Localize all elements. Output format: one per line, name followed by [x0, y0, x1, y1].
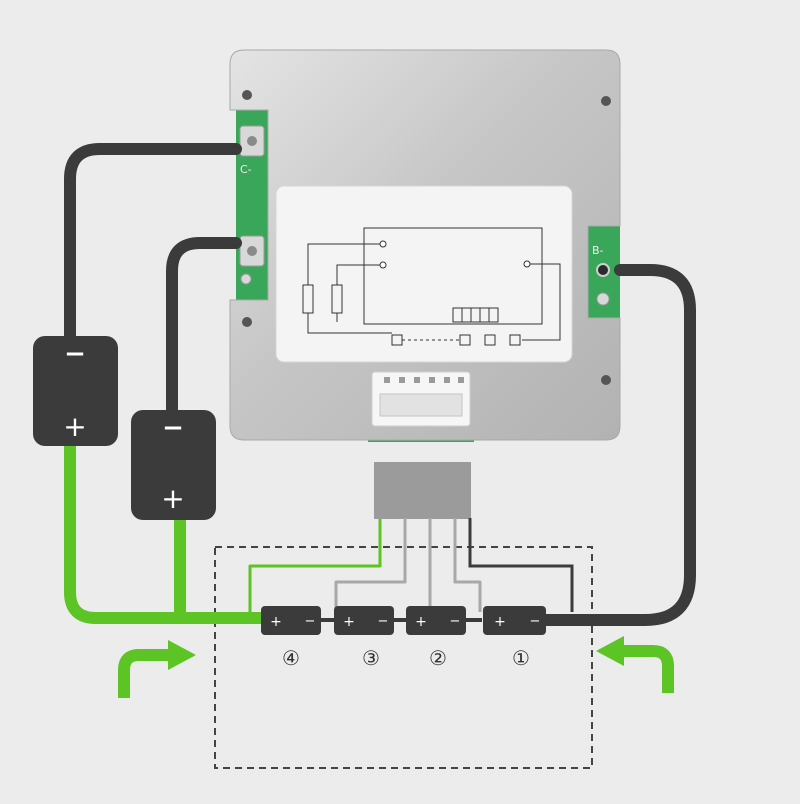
- cell-group-box: [214, 546, 593, 769]
- cell-1-number: ①: [512, 646, 530, 670]
- pack2-negative-sign: −: [162, 413, 184, 443]
- pad-hole-p: [247, 246, 257, 256]
- mounting-hole-top-right: [601, 96, 611, 106]
- schematic-dots: [379, 240, 531, 269]
- arrow-left-icon: [118, 640, 196, 698]
- wire-c-to-pack1: [64, 143, 242, 346]
- cell-3-positive: +: [343, 614, 355, 630]
- cell-1: + − ①: [483, 606, 546, 670]
- cell-2-number: ②: [429, 646, 447, 670]
- battery-pack-2: − +: [131, 410, 216, 520]
- cell-4-positive: +: [270, 614, 282, 630]
- cell-4: + − ④: [261, 606, 321, 670]
- wire-dark-thin: [468, 518, 574, 612]
- wire-gray-3: [453, 518, 482, 612]
- arrow-right-icon: [596, 636, 674, 693]
- cell-4-negative: −: [305, 614, 316, 629]
- cell-1-positive: +: [494, 614, 506, 630]
- mounting-hole-mid-left: [242, 317, 252, 327]
- cell-3-negative: −: [378, 614, 389, 629]
- cell-2-positive: +: [415, 614, 427, 630]
- connector-slot: [379, 393, 463, 417]
- pack2-positive-sign: +: [161, 482, 184, 515]
- cell-4-number: ④: [282, 646, 300, 670]
- cell-1-negative: −: [530, 614, 541, 629]
- pack1-body: [33, 336, 118, 446]
- cell-3-number: ③: [362, 646, 380, 670]
- wire-gray-1: [334, 518, 407, 612]
- pad-hole-c: [247, 136, 257, 146]
- battery-pack-1: − +: [33, 336, 118, 446]
- pack1-positive-sign: +: [63, 410, 86, 443]
- pad-hole-b2: [596, 292, 610, 306]
- wire-b-to-cell1: [539, 264, 696, 626]
- dark-wires: [64, 143, 696, 626]
- pad-hole-b: [596, 263, 610, 277]
- pack1-negative-sign: −: [64, 339, 86, 369]
- connector-block: [374, 462, 471, 519]
- port-b-label: B-: [592, 244, 604, 257]
- port-c-label: C-: [240, 163, 252, 176]
- mounting-hole-bottom-right: [601, 375, 611, 385]
- bms-board: C- B-: [229, 49, 621, 442]
- cell-2-negative: −: [450, 614, 461, 629]
- pack2-body: [131, 410, 216, 520]
- cell-3: + − ③: [334, 606, 394, 670]
- mounting-hole-top-left: [242, 90, 252, 100]
- cell-2: + − ②: [406, 606, 466, 670]
- schematic-sticker: [275, 185, 573, 363]
- green-wires: [64, 439, 382, 624]
- pad-hole-p2: [240, 273, 252, 285]
- schematic-drawing: [302, 227, 561, 346]
- wire-pack1-positive: [64, 439, 268, 624]
- wire-connector-green: [248, 516, 382, 614]
- gray-wires: [334, 518, 482, 612]
- connector-pins: [384, 377, 464, 383]
- wire-p-to-pack2: [166, 237, 242, 418]
